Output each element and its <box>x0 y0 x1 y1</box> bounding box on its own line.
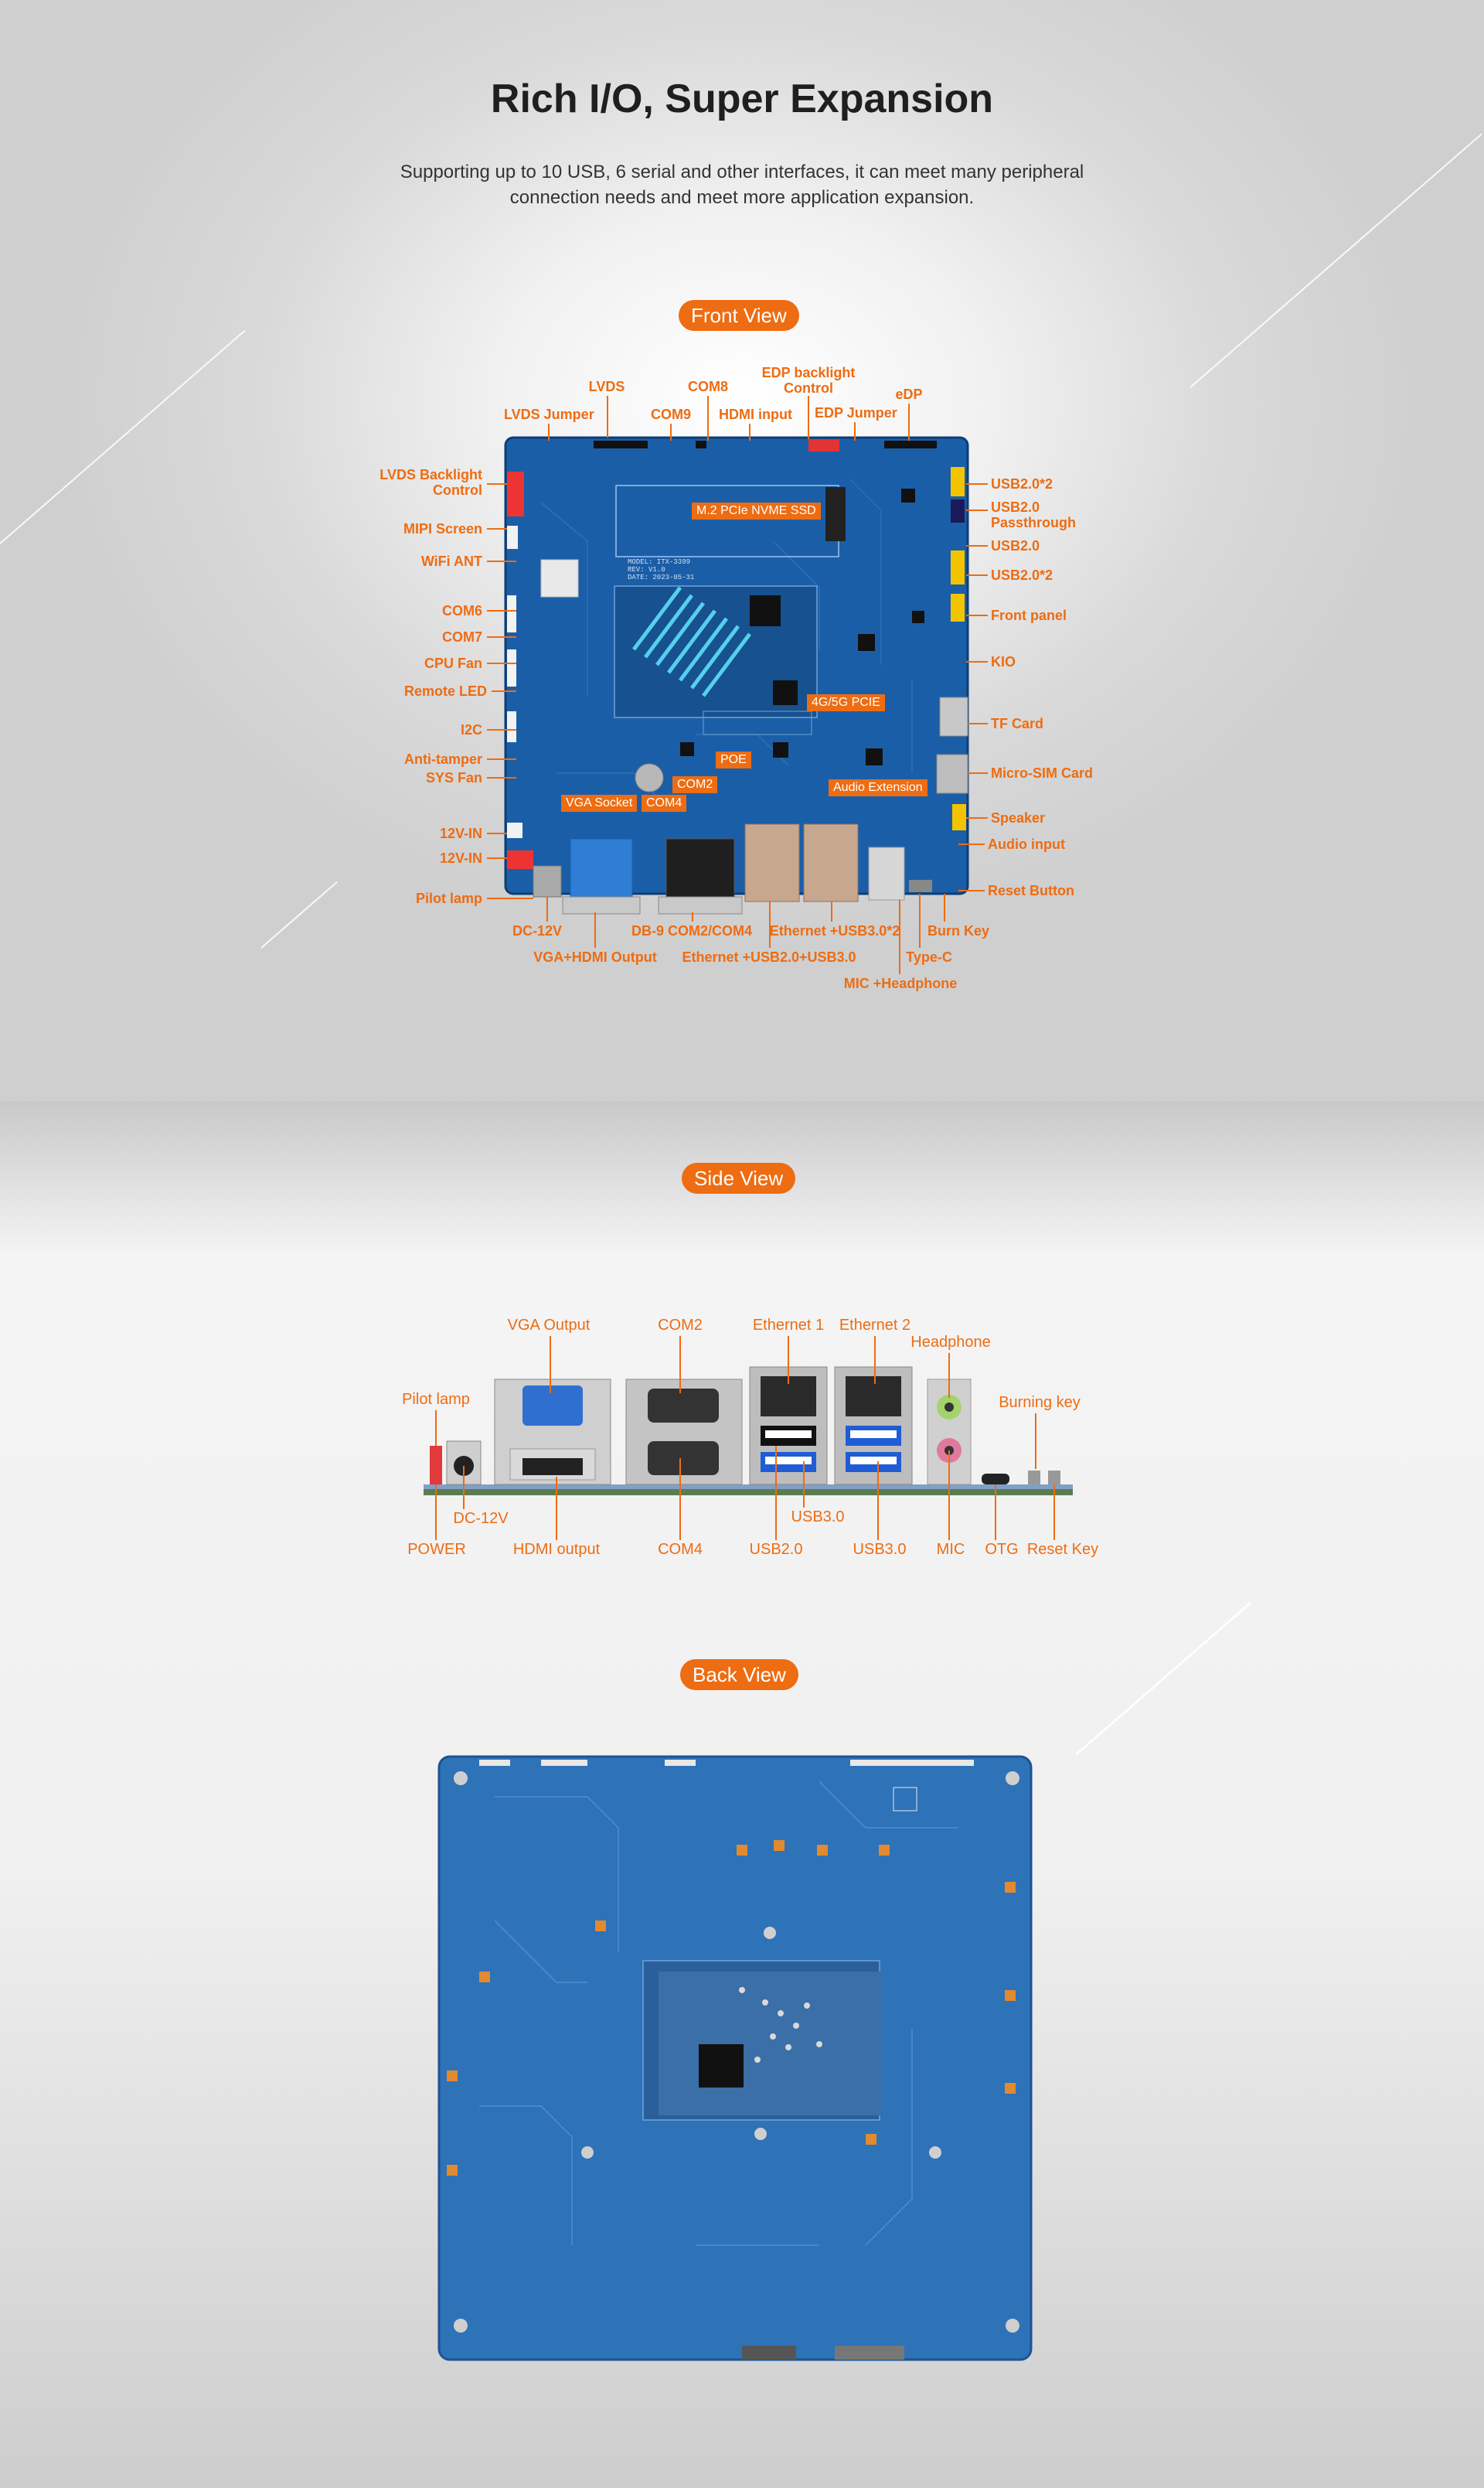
side-label-dc12: DC-12V <box>453 1510 509 1527</box>
tag-poe: POE <box>716 752 751 769</box>
side-label-reset: Reset Key <box>1026 1541 1099 1558</box>
page-title: Rich I/O, Super Expansion <box>490 77 994 121</box>
front-leader-lines <box>487 396 988 974</box>
label-db9-com2-com4: DB-9 COM2/COM4 <box>631 923 752 939</box>
label-usb-passthrough: USB2.0 Passthrough <box>991 499 1077 530</box>
label-12v-in-1: 12V-IN <box>439 826 482 841</box>
label-edp-jumper: EDP Jumper <box>815 405 897 421</box>
side-label-hdmi: HDMI output <box>512 1541 601 1558</box>
label-com6: COM6 <box>441 603 482 619</box>
label-lvds-jumper: LVDS Jumper <box>504 407 594 422</box>
label-usb-x2-b: USB2.0*2 <box>991 567 1053 583</box>
label-usb-x2-a: USB2.0*2 <box>991 476 1053 492</box>
tag-com2: COM2 <box>672 776 718 793</box>
label-sys-fan: SYS Fan <box>425 770 482 786</box>
label-eth-usb20-usb30: Ethernet +USB2.0+USB3.0 <box>682 949 856 965</box>
tag-com4: COM4 <box>642 795 687 812</box>
side-label-eth1: Ethernet 1 <box>752 1317 825 1334</box>
board-silk: MODEL: ITX-3399 REV: V1.0 DATE: 2023-05-… <box>628 558 695 581</box>
tag-vga-socket: VGA Socket <box>561 795 638 812</box>
side-label-vga: VGA Output <box>507 1317 591 1334</box>
label-audio-input: Audio input <box>988 837 1065 852</box>
label-burn-key: Burn Key <box>927 923 989 939</box>
label-dc12v: DC-12V <box>512 923 563 939</box>
side-label-burning: Burning key <box>999 1394 1081 1411</box>
label-wifi-ant: WiFi ANT <box>420 554 482 569</box>
label-12v-in-2: 12V-IN <box>439 850 482 866</box>
label-i2c: I2C <box>460 722 482 738</box>
label-eth-usb30-x2: Ethernet +USB3.0*2 <box>769 923 900 939</box>
label-pilot-lamp: Pilot lamp <box>415 891 482 906</box>
label-vga-hdmi-output: VGA+HDMI Output <box>533 949 657 965</box>
tag-m2-ssd: M.2 PCIe NVME SSD <box>692 503 821 520</box>
label-micro-sim: Micro-SIM Card <box>991 765 1094 781</box>
side-label-usb30-upper: USB3.0 <box>791 1508 845 1525</box>
side-label-usb20: USB2.0 <box>749 1541 803 1558</box>
label-edp: eDP <box>895 387 923 402</box>
label-lvds-backlight: LVDS Backlight Control <box>380 467 482 498</box>
tag-audio-extension: Audio Extension <box>829 779 928 796</box>
label-mipi-screen: MIPI Screen <box>403 521 482 537</box>
side-label-usb30: USB3.0 <box>853 1541 907 1558</box>
side-label-otg: OTG <box>985 1541 1019 1558</box>
front-section: Rich I/O, Super Expansion Supporting up … <box>0 0 1484 1101</box>
label-mic-headphone: MIC +Headphone <box>843 976 958 991</box>
side-label-power: POWER <box>407 1541 466 1558</box>
label-type-c: Type-C <box>906 949 952 965</box>
side-back-section: Side View VGA Output C <box>0 1101 1484 2488</box>
label-edp-backlight: EDP backlight Control <box>761 365 856 396</box>
label-remote-led: Remote LED <box>403 683 487 699</box>
label-com8: COM8 <box>687 379 728 394</box>
label-usb20: USB2.0 <box>991 538 1040 554</box>
side-label-headphone: Headphone <box>910 1334 991 1351</box>
back-view-heading: Back View <box>680 1659 798 1690</box>
label-tf-card: TF Card <box>991 716 1044 731</box>
label-anti-tamper: Anti-tamper <box>403 752 482 767</box>
label-speaker: Speaker <box>991 810 1046 826</box>
label-kio: KIO <box>991 654 1016 670</box>
side-label-pilot: Pilot lamp <box>402 1391 470 1408</box>
label-cpu-fan: CPU Fan <box>424 656 482 671</box>
tag-4g5g-pcie: 4G/5G PCIE <box>807 694 885 711</box>
side-label-eth2: Ethernet 2 <box>839 1317 911 1334</box>
side-label-com2: COM2 <box>658 1317 703 1334</box>
label-lvds: LVDS <box>588 379 625 394</box>
back-board-image <box>437 1755 1033 2361</box>
side-view-heading: Side View <box>682 1163 796 1194</box>
side-label-com4: COM4 <box>658 1541 703 1558</box>
label-com7: COM7 <box>441 629 482 645</box>
label-reset-button: Reset Button <box>988 883 1074 898</box>
label-com9: COM9 <box>650 407 691 422</box>
page-subtitle: Supporting up to 10 USB, 6 serial and ot… <box>400 162 1084 208</box>
front-view-heading: Front View <box>679 300 799 331</box>
label-front-panel: Front panel <box>991 608 1067 623</box>
side-label-mic: MIC <box>936 1541 965 1558</box>
label-hdmi-input: HDMI input <box>719 407 792 422</box>
side-leader-lines <box>435 1336 1055 1540</box>
